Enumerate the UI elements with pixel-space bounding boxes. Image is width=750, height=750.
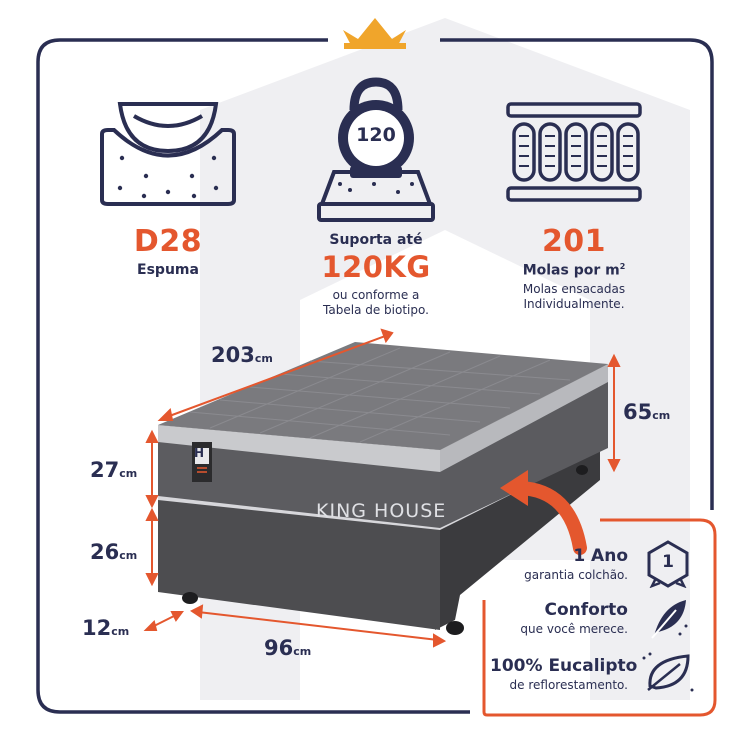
curved-pointer-arrow <box>513 481 587 555</box>
badge-warranty-subtitle: garantia colchão. <box>524 568 628 582</box>
dimension-mattress-height: 27cm <box>90 458 138 482</box>
feature-density-label: Espuma <box>137 262 199 278</box>
feature-springs-label: Molas por m2 <box>522 262 626 279</box>
badge-comfort-title: Conforto <box>544 600 628 620</box>
frame-border <box>36 38 714 714</box>
dimension-foot-height: 12cm <box>82 616 130 640</box>
kettlebell-icon <box>317 77 435 222</box>
badge-warranty-title: 1 Ano <box>573 546 628 566</box>
mattress-tag-letter: H <box>194 446 205 460</box>
feather-icon <box>651 600 688 639</box>
warranty-badge-icon <box>647 540 689 588</box>
feature-support-prefix: Suporta até <box>329 232 423 248</box>
feature-springs-note-1: Molas ensacadas <box>522 282 626 296</box>
feature-support-value: 120KG <box>321 250 431 284</box>
dimension-length: 203cm <box>211 343 273 367</box>
feature-support-note-2: Tabela de biotipo. <box>323 303 429 317</box>
feature-springs-value: 201 <box>541 224 607 259</box>
dimension-width: 96cm <box>264 636 312 660</box>
dimension-base-height: 26cm <box>90 540 138 564</box>
badge-eucalyptus-title: 100% Eucalipto <box>490 656 638 676</box>
warranty-badge-number: 1 <box>662 552 674 572</box>
feature-springs-note-2: Individualmente. <box>523 297 625 311</box>
badge-box-border <box>482 518 717 717</box>
crown-icon <box>343 18 406 47</box>
brand-logo: KING HOUSE <box>316 500 447 522</box>
pocket-springs-icon <box>506 102 642 202</box>
badge-comfort-subtitle: que você merece. <box>520 622 628 636</box>
eucalyptus-leaf-icon <box>642 652 694 692</box>
badge-eucalyptus-subtitle: de reflorestamento. <box>509 678 628 692</box>
feature-density-value: D28 <box>133 224 203 259</box>
foam-icon <box>100 102 236 206</box>
dimension-total-height: 65cm <box>623 400 671 424</box>
feature-support-note-1: ou conforme a <box>332 288 420 302</box>
kettlebell-weight-label: 120 <box>356 124 396 146</box>
